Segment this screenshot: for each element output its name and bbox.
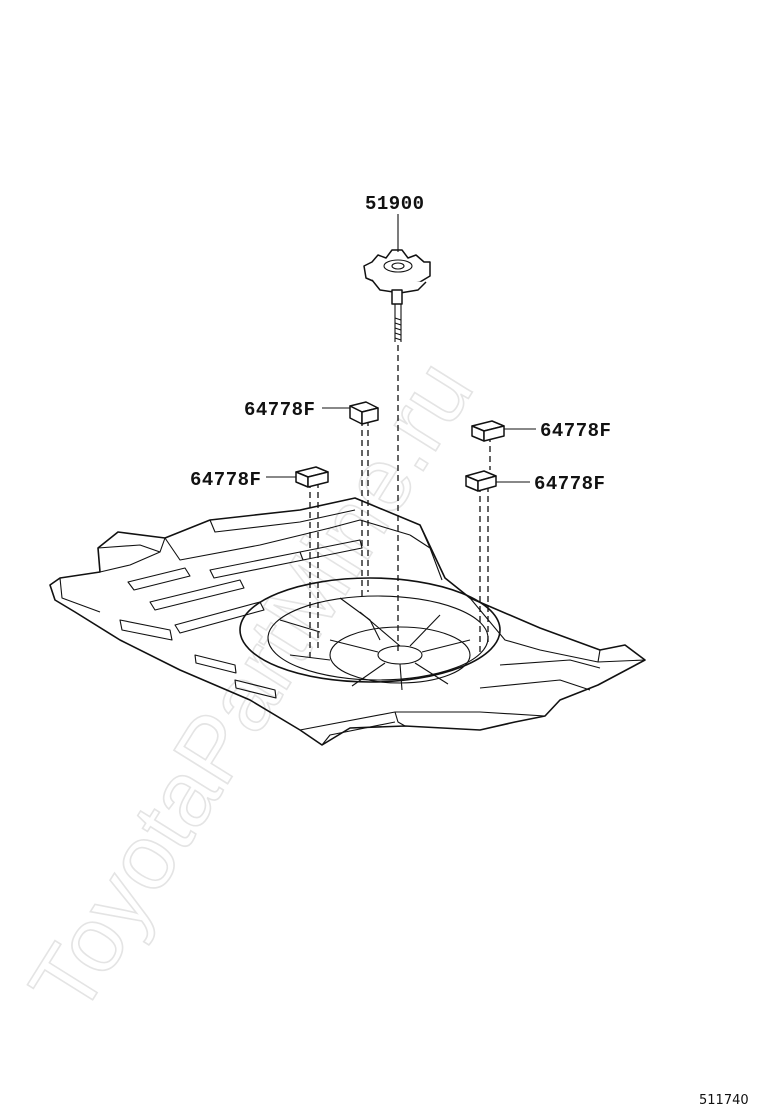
callout-64778f-lower-left: 64778F [190,469,261,491]
callout-64778f-upper-right: 64778F [540,420,611,442]
leader-lines [266,214,536,483]
spacer-block-upper-left [349,401,379,425]
callout-64778f-lower-right: 64778F [534,473,605,495]
callout-64778f-upper-left: 64778F [244,399,315,421]
watermark-text: ToyotaPartMine.ru [10,343,492,1030]
jack-hold-down-knob [363,249,431,342]
figure-number: 511740 [699,1093,749,1108]
assembly-lines [309,345,491,660]
spacer-block-lower-right [465,470,497,492]
spacer-block-upper-right [471,420,505,442]
callout-51900: 51900 [365,193,425,215]
spacer-block-lower-left [295,466,329,488]
floor-pan [49,497,646,746]
